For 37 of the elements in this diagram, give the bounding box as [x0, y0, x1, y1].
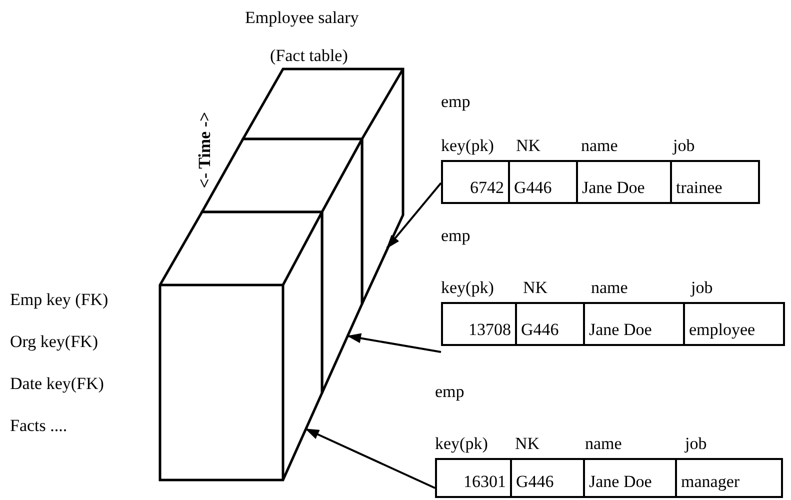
table-cell: G446	[508, 160, 578, 204]
column-header: name	[581, 136, 618, 156]
column-header: name	[591, 278, 628, 298]
column-header: NK	[523, 278, 548, 298]
fact-table-caption: (Fact table)	[270, 46, 348, 66]
field-label: Org key(FK)	[10, 332, 98, 352]
table-cell: 13708	[441, 302, 517, 346]
table-cell: 6742	[441, 160, 510, 204]
column-header: key(pk)	[441, 278, 494, 298]
column-header: job	[673, 136, 695, 156]
column-header: job	[685, 434, 707, 454]
column-header: key(pk)	[441, 136, 494, 156]
column-header: name	[585, 434, 622, 454]
arrow	[347, 333, 442, 353]
table-cell: Jane Doe	[583, 302, 685, 346]
column-header: NK	[515, 434, 540, 454]
field-label: Facts ....	[10, 416, 68, 436]
table-cell: manager	[675, 458, 783, 498]
table-cell: Jane Doe	[576, 160, 672, 204]
axis-label: <- Time ->	[195, 110, 215, 190]
table-title: emp	[435, 382, 464, 402]
table-cell: G446	[510, 458, 585, 498]
table-cell: employee	[683, 302, 785, 346]
arrow	[305, 428, 436, 489]
table-cell: 16301	[435, 458, 512, 498]
arrow	[386, 182, 442, 249]
table-title: emp	[441, 92, 470, 112]
table-cell: Jane Doe	[583, 458, 677, 498]
field-label: Emp key (FK)	[10, 290, 108, 310]
table-cell: G446	[515, 302, 585, 346]
diagram-title: Employee salary	[245, 8, 359, 28]
column-header: NK	[516, 136, 541, 156]
table-cell: trainee	[670, 160, 760, 204]
column-header: key(pk)	[435, 434, 488, 454]
field-label: Date key(FK)	[10, 374, 104, 394]
table-title: emp	[441, 226, 470, 246]
column-header: job	[691, 278, 713, 298]
